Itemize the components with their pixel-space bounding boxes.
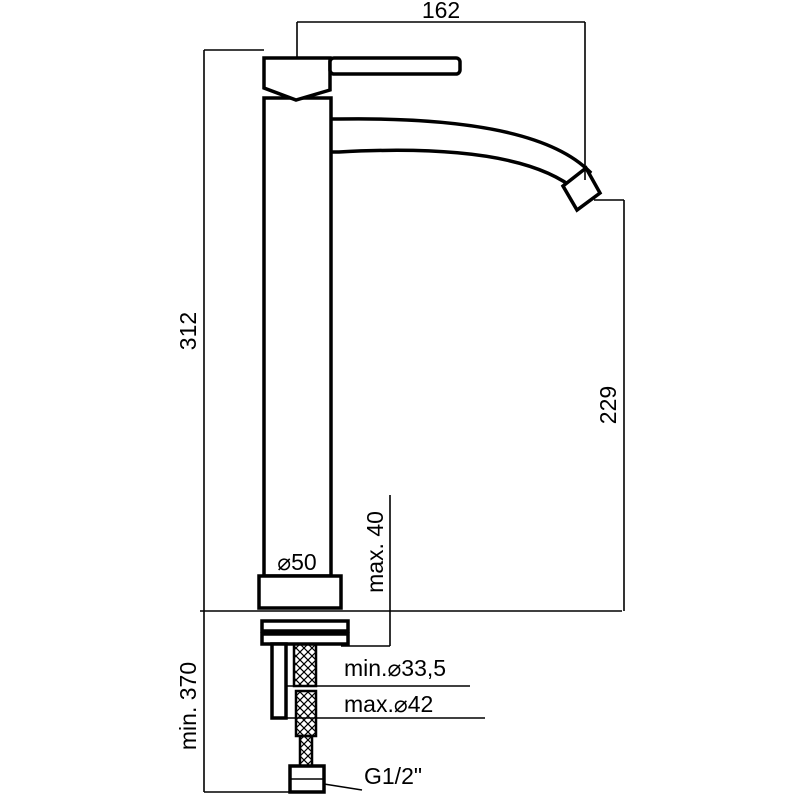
dim-connection: G1/2" [364,763,422,789]
dim-hole-max: max.⌀42 [344,691,433,717]
handle-head [262,56,332,102]
dim-width: 162 [422,0,460,23]
faucet-body [257,56,603,610]
spout [331,117,593,194]
base-ring [257,574,343,610]
dim-spout-height: 229 [595,386,621,424]
lever [328,56,462,76]
fixing-assembly [260,619,350,794]
dim-max-thickness: max. 40 [362,511,388,593]
dim-height: 312 [175,312,201,350]
dim-base-diameter: ⌀50 [277,549,316,575]
dimension-lines [203,21,625,793]
dim-hole-min: min.⌀33,5 [344,655,446,681]
aerator [560,165,603,213]
dim-hose-length: min. 370 [175,662,201,750]
